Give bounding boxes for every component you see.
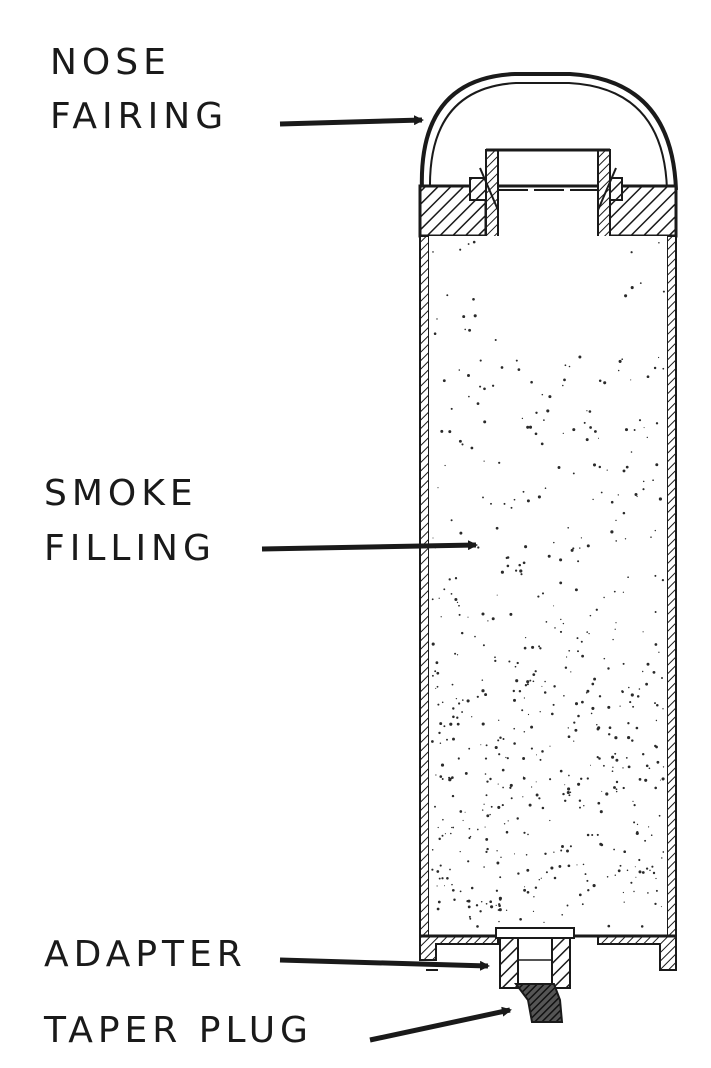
- smoke-filling-speckle: [431, 240, 665, 930]
- taper-plug-label: TAPER PLUG: [43, 1010, 313, 1051]
- taper-plug: [514, 983, 564, 1023]
- nose-fairing-label-line2: FAIRING: [50, 96, 228, 137]
- smoke-filling-label-line1: SMOKE: [44, 473, 198, 514]
- adapter-arrow: [279, 957, 490, 971]
- bulkhead-ring: [418, 184, 678, 238]
- nose-fairing-arrow: [279, 115, 424, 127]
- nose-fairing: [419, 72, 678, 191]
- canister-body: [419, 235, 677, 937]
- adapter-label: ADAPTER: [44, 934, 247, 975]
- taper-plug-arrow: [369, 1006, 512, 1043]
- nose-fairing-label-line1: NOSE: [50, 42, 171, 83]
- adapter: [426, 927, 575, 989]
- smoke-filling-arrow: [261, 540, 478, 552]
- smoke-filling-label-line2: FILLING: [44, 528, 216, 569]
